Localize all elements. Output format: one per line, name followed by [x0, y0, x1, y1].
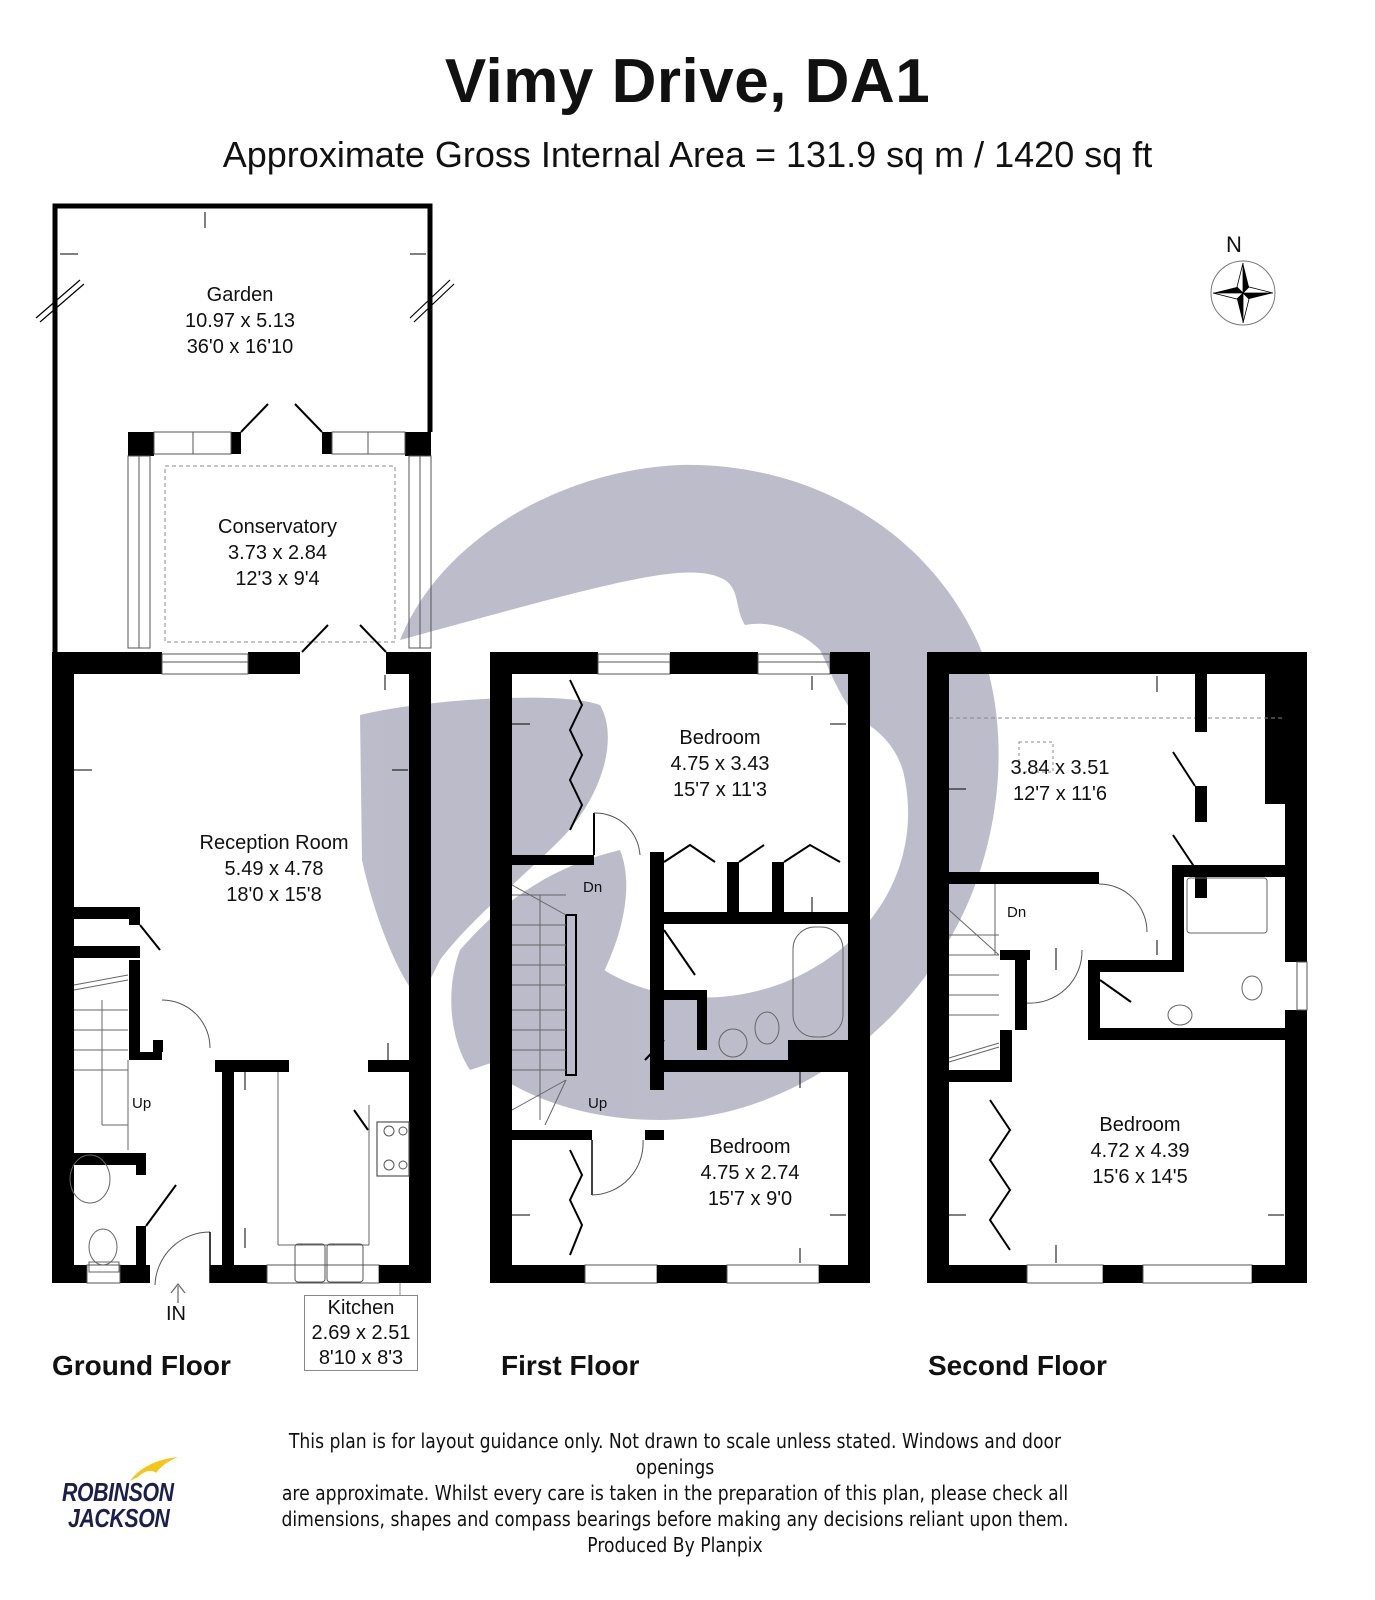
- logo-line-2: JACKSON: [68, 1503, 170, 1533]
- room-label-conservatory: Conservatory 3.73 x 2.84 12'3 x 9'4: [180, 514, 375, 592]
- floor-title-ground: Ground Floor: [52, 1350, 231, 1381]
- room-label-kitchen: Kitchen 2.69 x 2.51 8'10 x 8'3: [304, 1295, 418, 1371]
- room-imperial: 36'0 x 16'10: [186, 336, 294, 358]
- room-label-bedroom-1: Bedroom 4.75 x 3.43 15'7 x 11'3: [630, 725, 810, 803]
- room-label-bedroom-3: Bedroom 4.72 x 4.39 15'6 x 14'5: [1050, 1112, 1230, 1190]
- room-name: Bedroom: [679, 727, 761, 749]
- page-title: Vimy Drive, DA1: [444, 47, 931, 116]
- room-name: Garden: [206, 284, 274, 306]
- room-metric: 5.49 x 4.78: [224, 858, 324, 880]
- room-label-loft-room: 3.84 x 3.51 12'7 x 11'6: [990, 755, 1130, 807]
- room-name: Bedroom: [709, 1136, 791, 1158]
- stairs-up-label: Up: [588, 1095, 608, 1112]
- room-name: Bedroom: [1099, 1114, 1181, 1136]
- ground-floor-plan: [35, 203, 455, 1303]
- room-metric: 10.97 x 5.13: [184, 310, 296, 332]
- stairs-down-label: Dn: [583, 879, 603, 896]
- room-name: Kitchen: [327, 1297, 395, 1319]
- room-metric: 3.84 x 3.51: [1010, 757, 1110, 779]
- room-imperial: 12'7 x 11'6: [1012, 783, 1107, 805]
- room-metric: 4.75 x 2.74: [700, 1162, 800, 1184]
- swoosh-icon: [130, 1457, 178, 1481]
- room-metric: 4.72 x 4.39: [1090, 1140, 1190, 1162]
- room-metric: 3.73 x 2.84: [228, 542, 327, 564]
- room-imperial: 18'0 x 15'8: [226, 884, 322, 906]
- compass-rose-icon: [1210, 260, 1276, 326]
- disclaimer-line: dimensions, shapes and compass bearings …: [281, 1507, 1069, 1531]
- agency-logo: ROBINSON JACKSON: [60, 1455, 190, 1535]
- disclaimer-line: are approximate. Whilst every care is ta…: [281, 1481, 1069, 1505]
- first-floor-plan: [490, 652, 870, 1284]
- compass-north-label: N: [1226, 232, 1242, 257]
- disclaimer-line: This plan is for layout guidance only. N…: [288, 1429, 1062, 1479]
- producer-credit: Produced By Planpix: [587, 1533, 763, 1557]
- stairs-up-label: Up: [132, 1095, 152, 1112]
- room-imperial: 12'3 x 9'4: [235, 568, 320, 590]
- disclaimer-text: This plan is for layout guidance only. N…: [267, 1428, 1084, 1558]
- room-metric: 4.75 x 3.43: [670, 753, 770, 775]
- room-metric: 2.69 x 2.51: [311, 1322, 411, 1344]
- logo-line-1: ROBINSON: [62, 1477, 174, 1507]
- stairs-down-label: Dn: [1007, 904, 1027, 921]
- gross-area-subtitle: Approximate Gross Internal Area = 131.9 …: [222, 134, 1153, 175]
- entrance-label: IN: [166, 1303, 186, 1325]
- room-imperial: 8'10 x 8'3: [318, 1347, 404, 1369]
- room-name: Reception Room: [199, 832, 349, 854]
- room-label-bedroom-2: Bedroom 4.75 x 2.74 15'7 x 9'0: [660, 1134, 840, 1212]
- room-label-garden: Garden 10.97 x 5.13 36'0 x 16'10: [150, 282, 330, 360]
- room-imperial: 15'7 x 11'3: [672, 779, 767, 801]
- room-imperial: 15'6 x 14'5: [1092, 1166, 1188, 1188]
- room-label-reception-room: Reception Room 5.49 x 4.78 18'0 x 15'8: [174, 830, 374, 908]
- second-floor-plan: [927, 652, 1308, 1284]
- room-imperial: 15'7 x 9'0: [707, 1188, 793, 1210]
- room-name: Conservatory: [218, 516, 337, 538]
- floor-title-second: Second Floor: [928, 1350, 1107, 1381]
- floor-title-first: First Floor: [501, 1350, 640, 1381]
